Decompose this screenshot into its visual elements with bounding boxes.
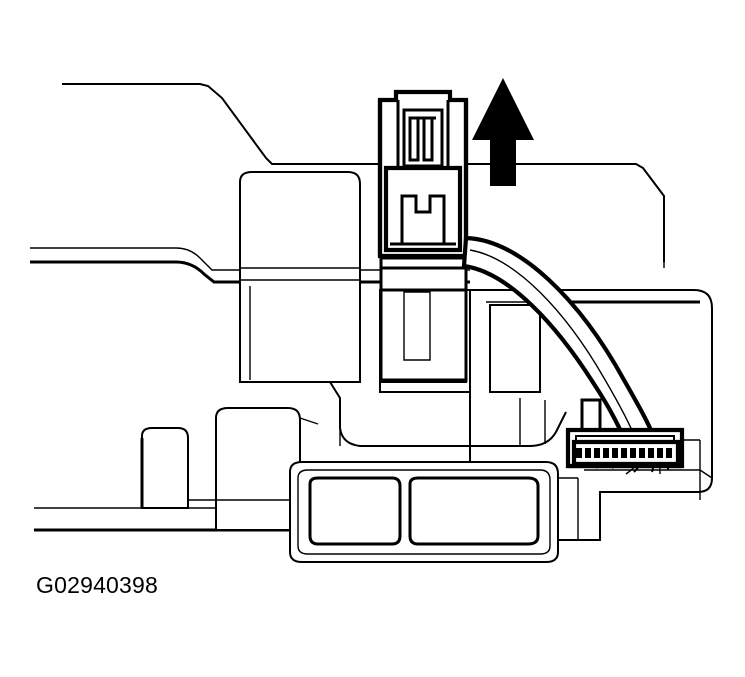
harness-connector[interactable] — [565, 398, 701, 500]
connector-pin-row — [576, 448, 672, 458]
connector-socket — [379, 256, 468, 383]
connector-plug[interactable] — [377, 89, 469, 259]
figure-caption: G02940398 — [36, 572, 159, 598]
direction-arrow-icon — [472, 78, 534, 186]
background-panels — [62, 83, 665, 268]
vent-opening — [289, 461, 579, 563]
